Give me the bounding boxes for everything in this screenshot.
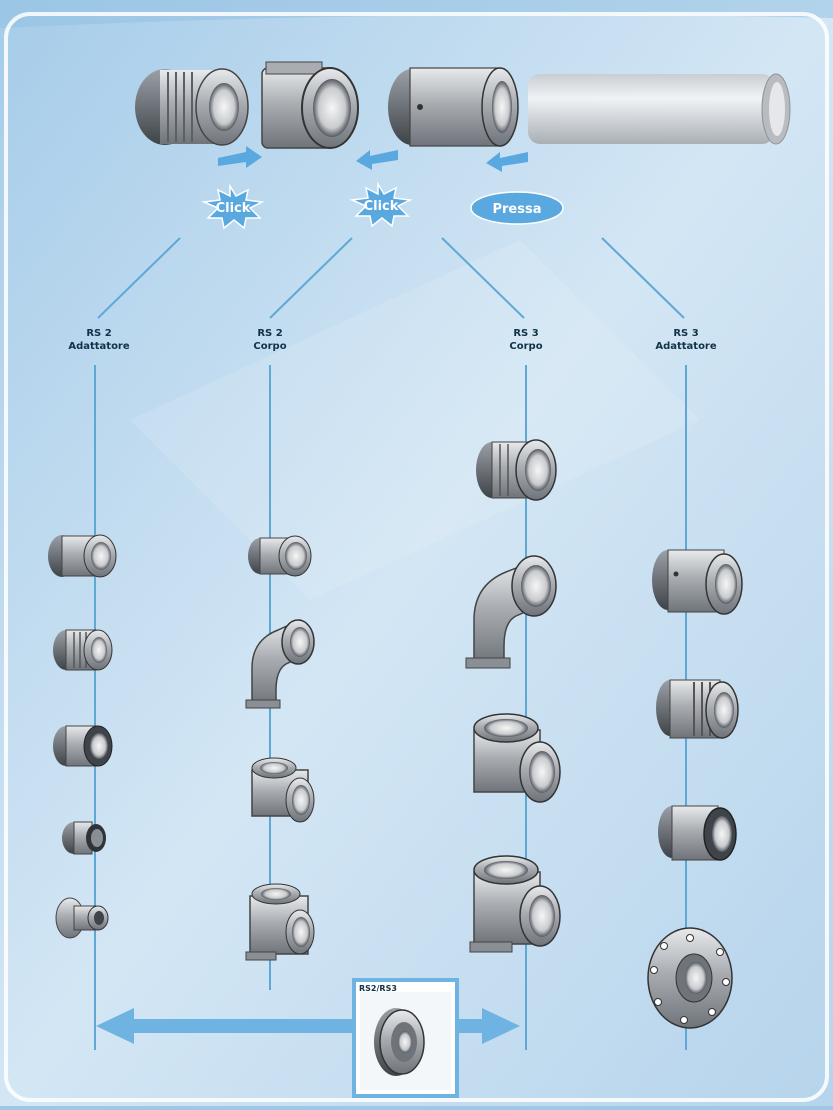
rs2-adapter-3-icon [53,725,113,767]
panel-frame [4,12,829,1102]
rs3-body-1-icon [476,439,557,501]
bidirectional-arrow [96,1008,520,1044]
column-label-line1: RS 3 [513,328,539,339]
rs2-rs3-transition-icon [374,1008,425,1076]
click-badge-1: Click [201,183,265,230]
click-badge-2-text: Click [364,199,399,214]
rs2-adapter-5-icon [55,897,109,939]
rs3-elbow-icon [465,555,557,669]
column-label-line1: RS 2 [86,328,112,339]
rs2-tee-1-icon [251,757,315,823]
column-label-rs2-adapter: RS 2 Adattatore [44,327,154,353]
column-label-rs3-body: RS 3 Corpo [471,327,581,353]
rs2-elbow-icon [245,618,315,709]
column-label-line2: Corpo [509,341,543,352]
rs2-adapter-2-icon [53,629,113,671]
click-badge-2: Click [349,181,413,228]
rs3-adapter-3-icon [658,805,737,861]
column-label-line2: Corpo [253,341,287,352]
pressa-badge-text: Pressa [492,202,541,217]
body-rs3-top-icon [388,67,519,147]
column-label-rs3-adapter: RS 3 Adattatore [631,327,741,353]
pressa-badge: Pressa [470,191,564,225]
rs2-tee-2-icon [245,883,315,961]
rs2-rs3-box-label: RS2/RS3 [359,984,397,993]
click-badge-1-text: Click [216,201,251,216]
column-label-line1: RS 2 [257,328,283,339]
pipe-icon [528,73,791,145]
column-label-line1: RS 3 [673,328,699,339]
body-rs2-top-icon [261,61,359,149]
rs3-tee-2-icon [469,855,561,953]
connect-arrows [218,146,528,172]
rs3-adapter-1-icon [652,549,743,615]
rs2-adapter-4-icon [62,821,106,855]
rs2-body-1-icon [248,535,312,577]
rs3-tee-1-icon [473,713,561,803]
rs2-adapter-1-icon [48,534,117,578]
rs3-adapter-2-icon [656,679,739,739]
column-label-line2: Adattatore [655,341,717,352]
adapter-top-icon [135,68,249,146]
flange-icon [647,927,733,1029]
column-label-rs2-body: RS 2 Corpo [215,327,325,353]
column-label-line2: Adattatore [68,341,130,352]
